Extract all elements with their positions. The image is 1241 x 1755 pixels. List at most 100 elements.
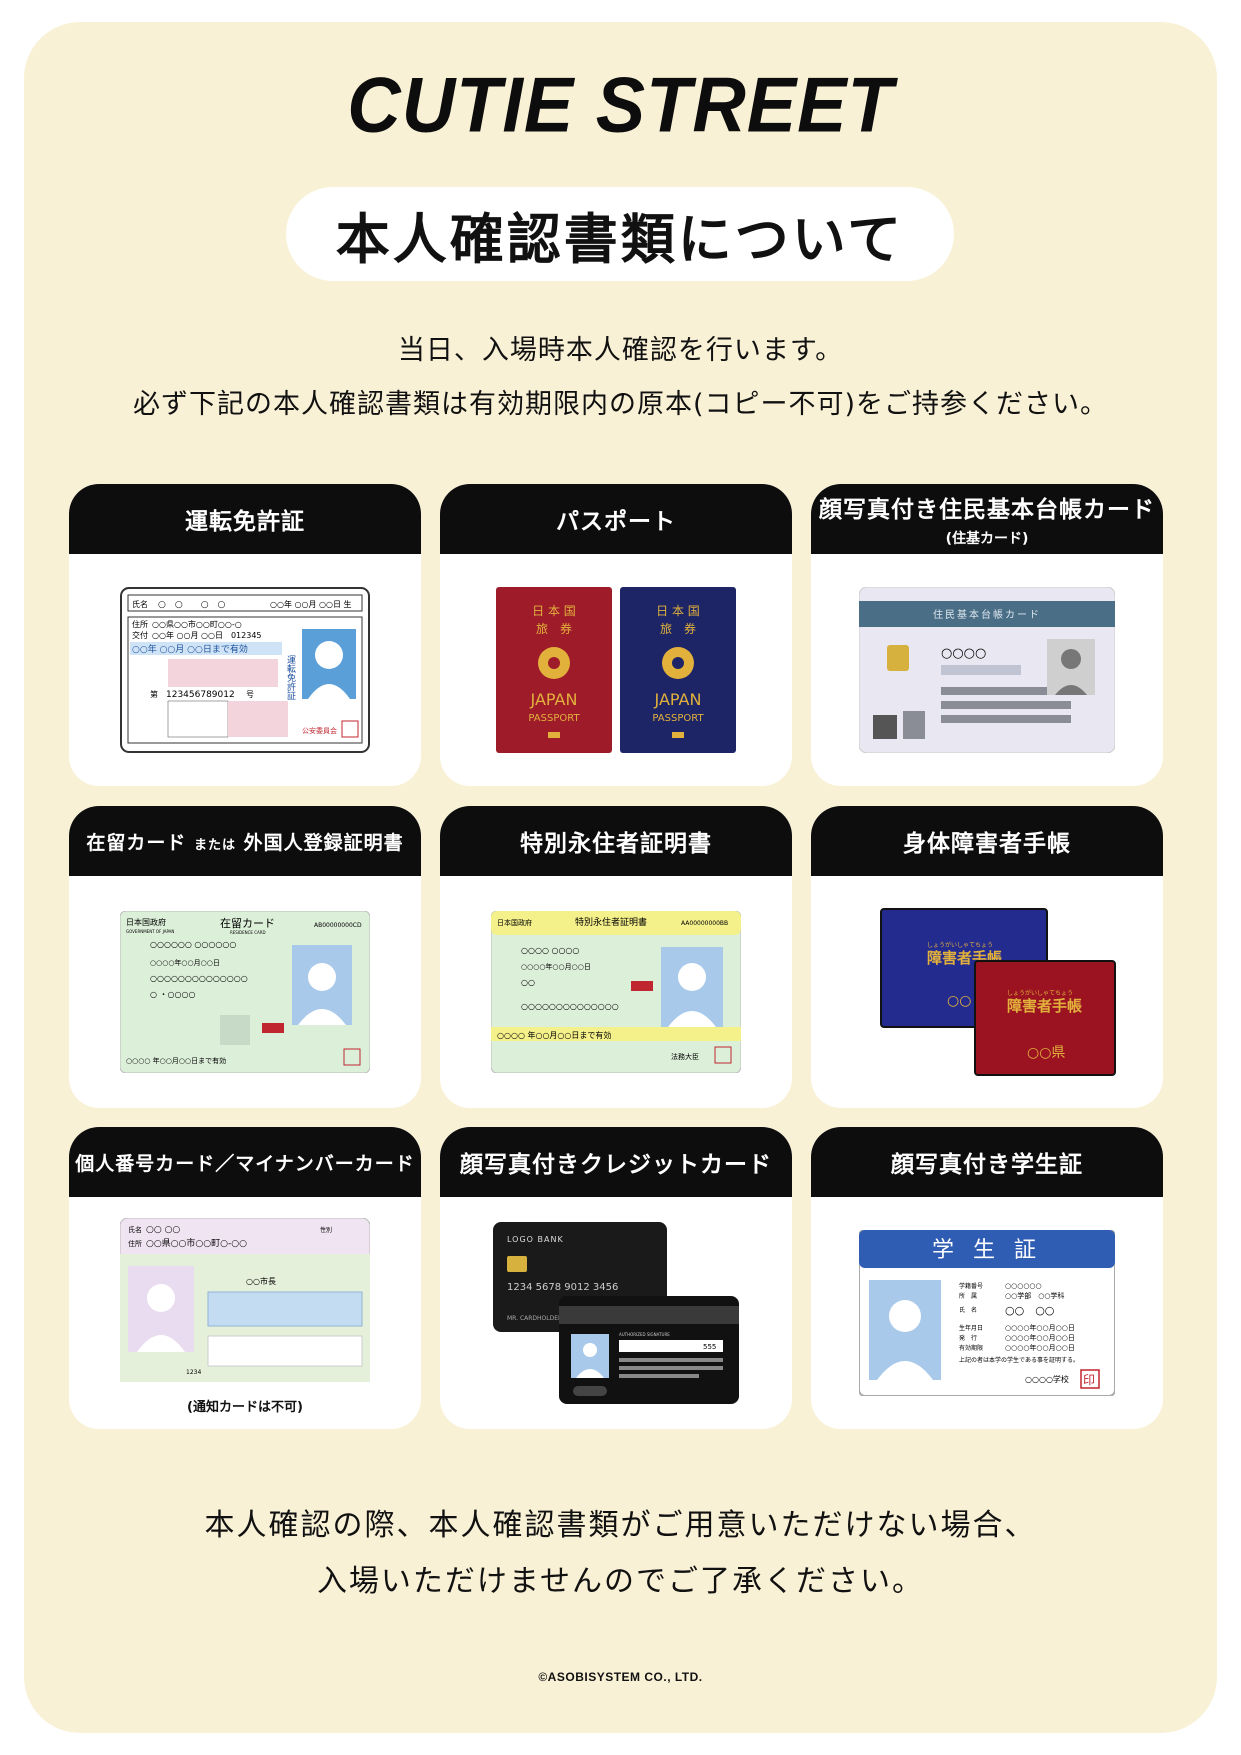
dl-vertical-label: 運転免許証: [285, 655, 296, 701]
intro-line-2: 必ず下記の本人確認書類は有効期限内の原本(コピー不可)をご持参ください。: [132, 389, 1109, 420]
dh-blue-pref: ○○: [947, 993, 971, 1009]
doc-card-title: 運転免許証: [69, 484, 421, 554]
doc-card-juki: 顔写真付き住民基本台帳カード (住基カード) 住民基本台帳カード ○○○○: [811, 484, 1163, 786]
sid-row-1-k: 所 属: [959, 1292, 977, 1300]
doc-card-title: 身体障害者手帳: [811, 806, 1163, 876]
sid-row-5-v: ○○○○年○○月○○日: [1005, 1343, 1075, 1352]
passport-blue-country: JAPAN: [654, 690, 702, 709]
mn-number: 1234: [186, 1369, 201, 1376]
drivers-license-illustration: 氏名 ○ ○ ○ ○ ○○年 ○○月 ○○日 生 住所 ○○県○○市○○町○○-…: [120, 587, 370, 753]
sp-gov: 日本国政府: [497, 918, 532, 927]
dl-number-label: 第: [150, 689, 158, 699]
rc-status: ○ ・○○○○: [150, 990, 195, 999]
dh-red-ruby: しょうがいしゃてちょう: [1007, 989, 1073, 997]
rc-gov: 日本国政府: [126, 917, 166, 927]
credit-card-illustration: LOGO BANK 1234 5678 9012 3456 MR. CARDHO…: [493, 1222, 739, 1404]
sid-row-4-k: 発 行: [959, 1334, 977, 1342]
sid-header: 学 生 証: [932, 1238, 1042, 1263]
passport-blue-doc: PASSPORT: [652, 713, 704, 724]
sid-row-5-k: 有効期限: [959, 1344, 983, 1352]
doc-card-subtitle: (住基カード): [945, 531, 1029, 547]
dl-name-label: 氏名: [132, 599, 148, 609]
copyright: ©ASOBISYSTEM CO., LTD.: [538, 1670, 703, 1684]
dl-issue: ○○年 ○○月 ○○日 012345: [152, 630, 262, 640]
doc-card-title-mid: または: [193, 837, 236, 853]
sp-dob: ○○○○年○○月○○日: [521, 962, 591, 971]
sid-row-0-v: ○○○○○○: [1005, 1282, 1042, 1290]
doc-card-special-permanent: 特別永住者証明書 日本国政府 特別永住者証明書 AA00000000BB ○○○…: [440, 806, 792, 1108]
sp-valid: ○○○○ 年○○月○○日まで有効: [497, 1030, 611, 1040]
dl-authority: 公安委員会: [302, 726, 337, 735]
rc-gov-en: GOVERNMENT OF JAPAN: [126, 929, 174, 934]
doc-card-title: 顔写真付き住民基本台帳カード: [819, 497, 1155, 523]
sp-number: AA00000000BB: [681, 920, 728, 927]
brand-logo: CUTIE STREET: [347, 60, 894, 149]
mn-addr: ○○県○○市○○町○-○○: [146, 1237, 247, 1249]
sp-name: ○○○○ ○○○○: [521, 946, 579, 955]
rc-addr: ○○○○○○○○○○○○○○: [150, 974, 248, 983]
doc-card-residence: 在留カード または 外国人登録証明書 日本国政府 GOVERNMENT OF J…: [69, 806, 421, 1108]
passport-red-jp-bottom: 旅 券: [536, 621, 572, 636]
passport-illustration: 日 本 国 旅 券 JAPAN PASSPORT 日 本 国 旅 券 JAPAN…: [496, 587, 736, 753]
sid-row-2-k: 氏 名: [959, 1306, 977, 1314]
passport-red-country: JAPAN: [530, 690, 578, 709]
passport-blue-jp-top: 日 本 国: [656, 604, 700, 618]
dl-name: ○ ○ ○ ○: [158, 600, 226, 610]
dh-red-label: 障害者手帳: [1007, 997, 1082, 1015]
dl-addr-label: 住所: [132, 619, 148, 629]
doc-card-title: パスポート: [440, 484, 792, 554]
passport-blue-jp-bottom: 旅 券: [660, 621, 696, 636]
cc-bank: LOGO BANK: [507, 1235, 564, 1244]
dl-number-suffix: 号: [246, 690, 254, 699]
doc-card-drivers-license: 運転免許証 氏名 ○ ○ ○ ○ ○○年 ○○月 ○○日 生 住所 ○○県○○市…: [69, 484, 421, 786]
rc-valid: ○○○○ 年○○月○○日まで有効: [126, 1056, 226, 1065]
cc-number: 1234 5678 9012 3456: [507, 1282, 618, 1293]
rc-dob: ○○○○年○○月○○日: [150, 958, 220, 967]
doc-card-title: 顔写真付き学生証: [811, 1127, 1163, 1197]
cc-sig-label: AUTHORIZED SIGNATURE: [619, 1332, 670, 1337]
mynumber-card-illustration: 氏名 ○○ ○○ 住所 ○○県○○市○○町○-○○ 性別 ○○市長 1234: [120, 1218, 370, 1382]
sid-row-0-k: 学籍番号: [959, 1282, 983, 1290]
passport-red-doc: PASSPORT: [528, 713, 580, 724]
mn-name-label: 氏名: [128, 1225, 142, 1234]
mn-city: ○○市長: [246, 1276, 276, 1286]
doc-card-disability: 身体障害者手帳 しょうがいしゃてちょう 障害者手帳 ○○ しょうがいしゃてちょう…: [811, 806, 1163, 1108]
sid-row-1-v: ○○学部 ○○学科: [1005, 1291, 1064, 1300]
sid-row-3-k: 生年月日: [959, 1324, 983, 1332]
sid-seal: 印: [1083, 1373, 1095, 1387]
outro-line-2: 入場いただけませんのでご了承ください。: [316, 1564, 925, 1599]
dl-addr: ○○県○○市○○町○○-○: [152, 619, 242, 629]
doc-card-title: 顔写真付きクレジットカード: [440, 1127, 792, 1197]
sid-school: ○○○○学校: [1025, 1374, 1069, 1384]
sp-addr: ○○○○○○○○○○○○○○: [521, 1002, 619, 1011]
sp-header: 特別永住者証明書: [575, 916, 647, 928]
doc-card-student: 顔写真付き学生証 学 生 証 学籍番号 ○○○○○○ 所 属 ○○学部 ○○学科…: [811, 1127, 1163, 1429]
rc-number: AB00000000CD: [314, 922, 362, 929]
residence-card-illustration: 日本国政府 GOVERNMENT OF JAPAN 在留カード RESIDENC…: [120, 911, 370, 1073]
dl-dob: ○○年 ○○月 ○○日 生: [270, 599, 352, 609]
dh-blue-ruby: しょうがいしゃてちょう: [927, 941, 993, 949]
doc-card-title-end: 外国人登録証明書: [243, 831, 404, 854]
dh-red-pref: ○○県: [1027, 1045, 1065, 1061]
rc-header: 在留カード: [220, 917, 275, 930]
juki-card-illustration: 住民基本台帳カード ○○○○: [859, 587, 1115, 753]
rc-name: ○○○○○○ ○○○○○○: [150, 940, 236, 949]
outro-line-1: 本人確認の際、本人確認書類がご用意いただけない場合、: [204, 1508, 1037, 1543]
page-title: 本人確認書類について: [286, 187, 954, 281]
doc-card-title: 在留カード: [86, 831, 187, 854]
doc-card-mynumber: 個人番号カード／マイナンバーカード 氏名 ○○ ○○ 住所 ○○県○○市○○町○…: [69, 1127, 421, 1429]
mynumber-note: (通知カードは不可): [187, 1400, 303, 1415]
doc-card-credit: 顔写真付きクレジットカード LOGO BANK 1234 5678 9012 3…: [440, 1127, 792, 1429]
disability-handbook-illustration: しょうがいしゃてちょう 障害者手帳 ○○ しょうがいしゃてちょう 障害者手帳 ○…: [880, 908, 1116, 1076]
rc-header-en: RESIDENCE CARD: [230, 930, 266, 935]
juki-name: ○○○○: [941, 646, 986, 661]
doc-card-title: 個人番号カード／マイナンバーカード: [69, 1127, 421, 1197]
mn-name: ○○ ○○: [146, 1225, 180, 1235]
sid-row-2-v: ○○ ○○: [1005, 1304, 1054, 1317]
doc-card-passport: パスポート 日 本 国 旅 券 JAPAN PASSPORT 日 本 国 旅 券…: [440, 484, 792, 786]
sp-issuer: 法務大臣: [671, 1052, 699, 1061]
sid-row-3-v: ○○○○年○○月○○日: [1005, 1323, 1075, 1332]
dl-issue-label: 交付: [132, 630, 148, 640]
dl-valid: ○○年 ○○月 ○○日まで有効: [132, 643, 248, 655]
student-id-illustration: 学 生 証 学籍番号 ○○○○○○ 所 属 ○○学部 ○○学科 氏 名 ○○ ○…: [859, 1230, 1115, 1396]
